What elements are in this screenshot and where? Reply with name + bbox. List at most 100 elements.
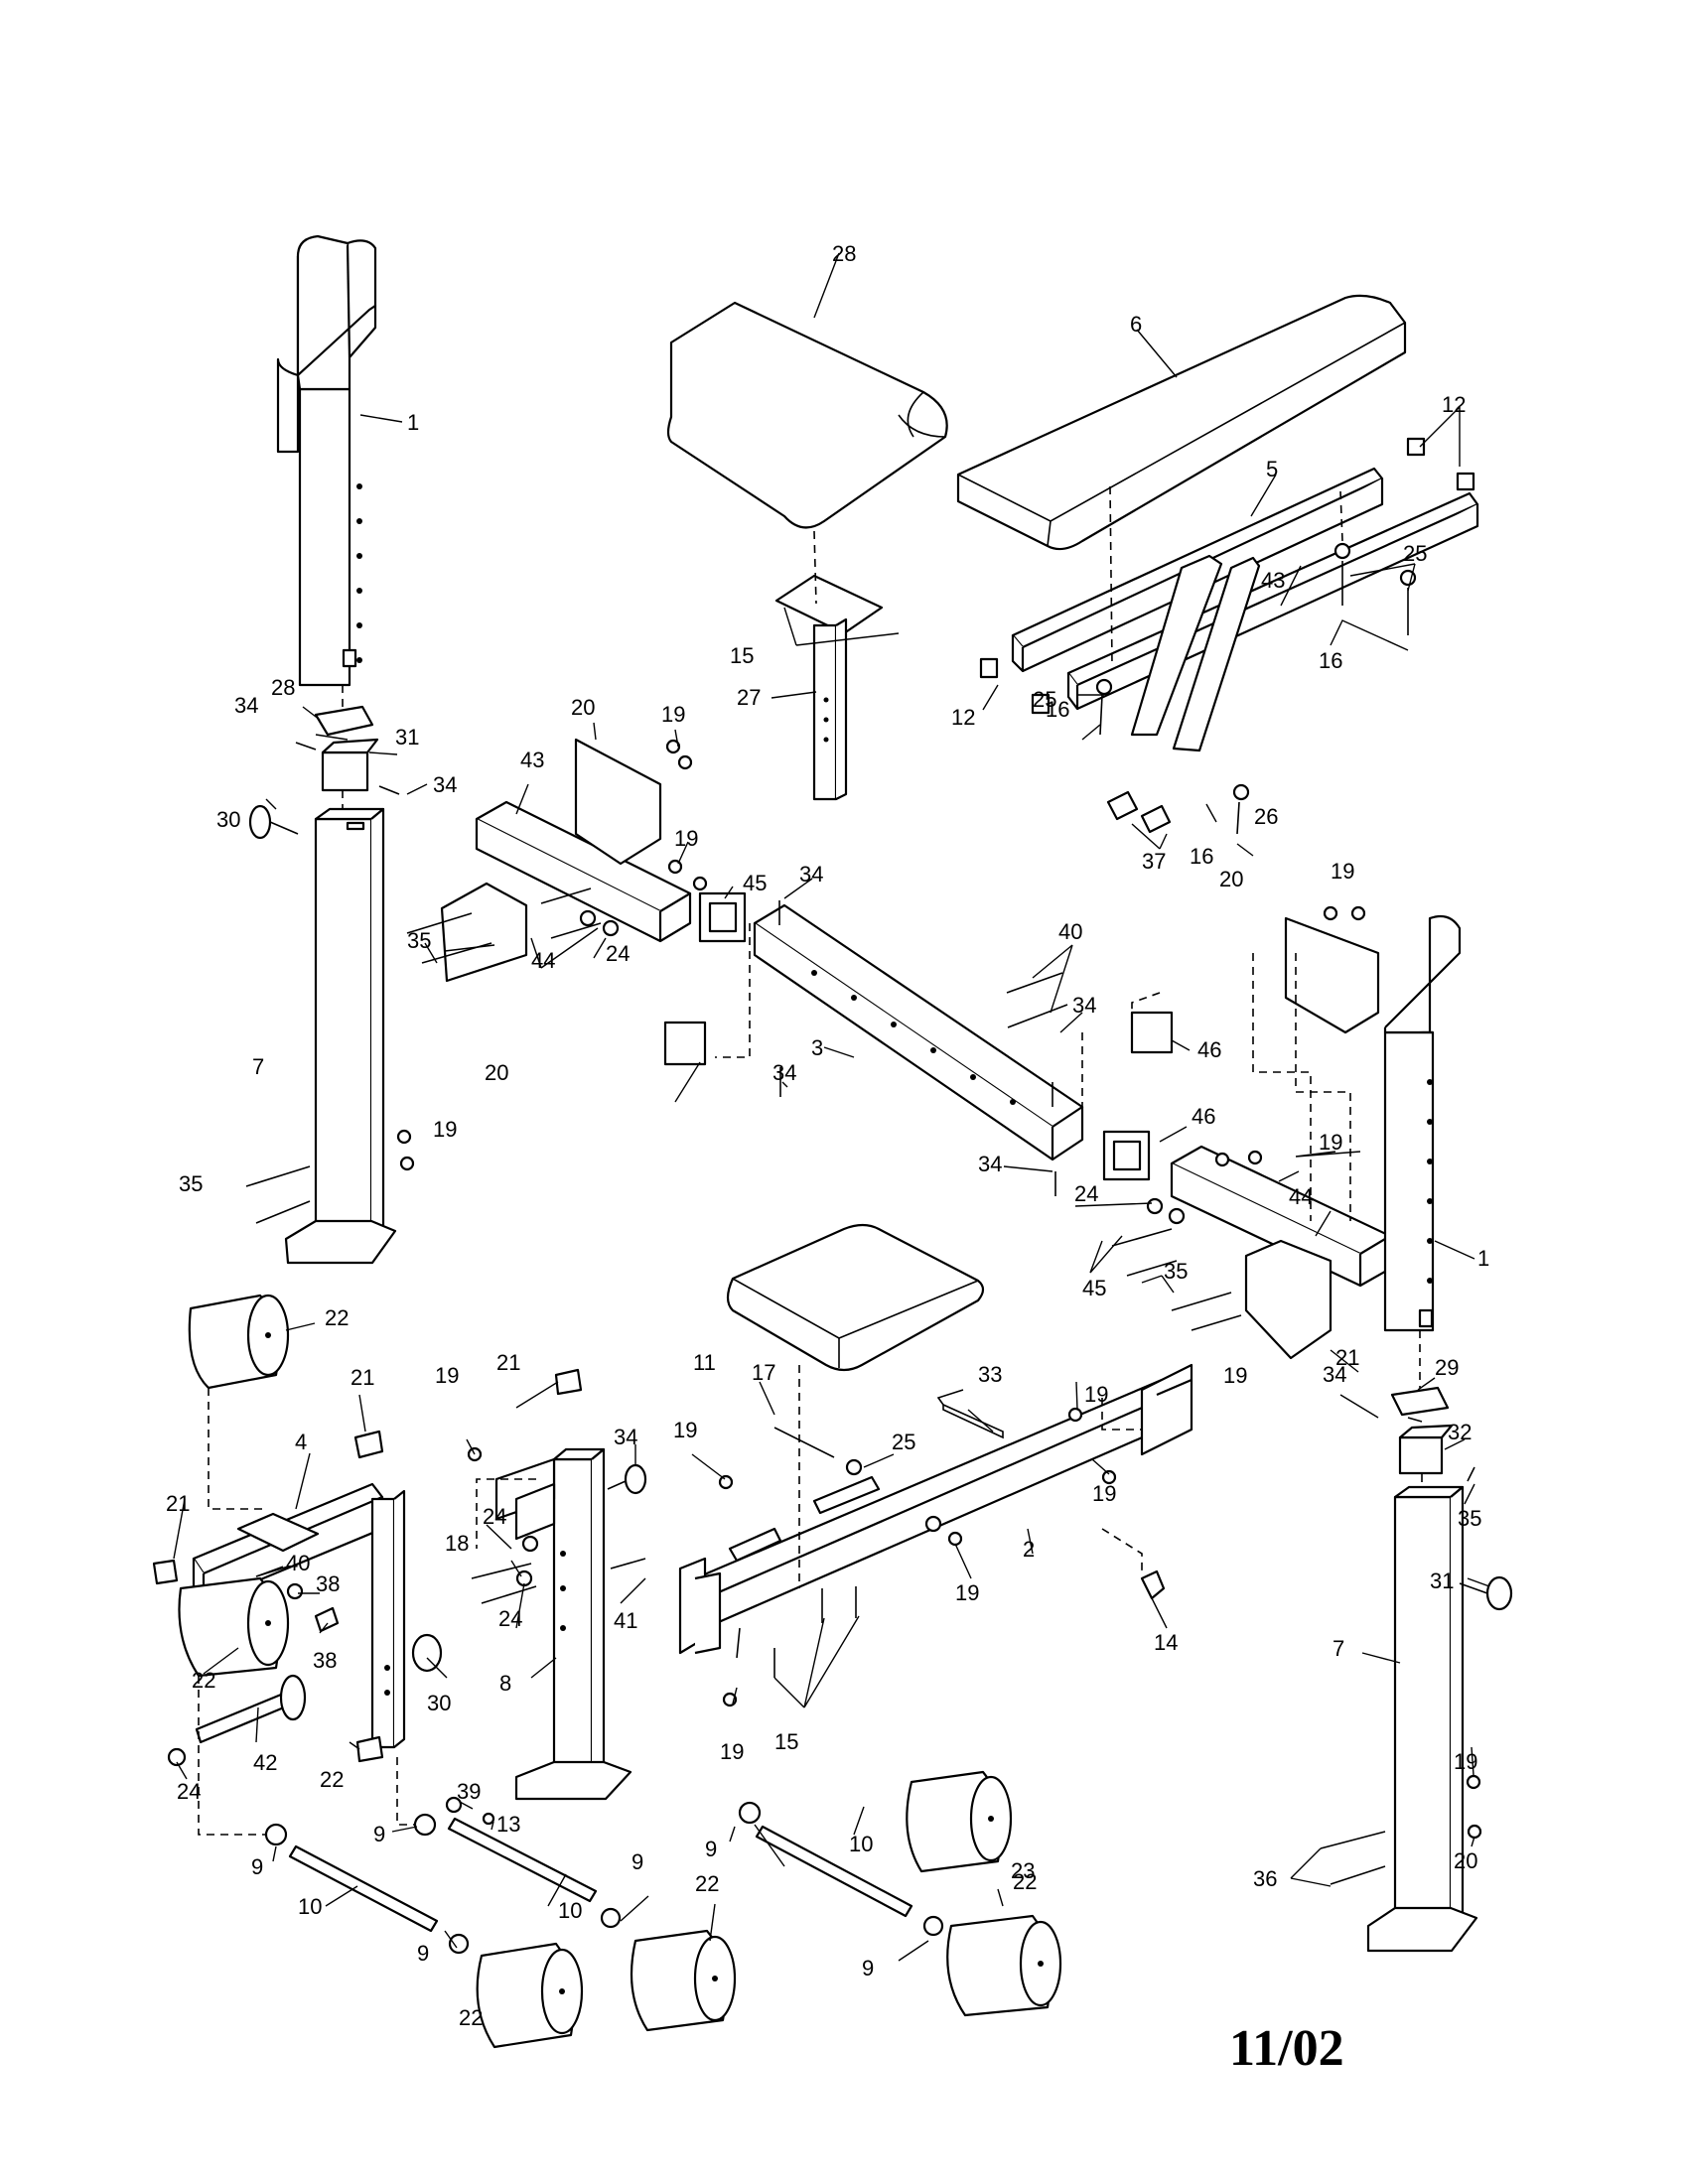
small-parts-23-29-37-38-13 — [167, 1582, 495, 1826]
roller-pad-bottom-2 — [630, 1929, 737, 2032]
seat-pad-part-11 — [726, 1223, 985, 1372]
callout: 4 — [295, 1430, 307, 1454]
callout: 35 — [407, 928, 431, 953]
left-collar-parts-28-31 — [314, 705, 379, 792]
callout: 20 — [571, 695, 595, 720]
callout: 38 — [316, 1571, 340, 1596]
callout: 34 — [433, 772, 457, 797]
plugs-part-21 — [152, 1368, 583, 1763]
callout: 19 — [1084, 1382, 1108, 1407]
callout: 19 — [1331, 859, 1354, 884]
left-cross-tube-part-43 — [475, 800, 692, 943]
callout: 6 — [1130, 312, 1142, 337]
callout: 20 — [485, 1060, 508, 1085]
callout: 40 — [286, 1551, 310, 1575]
seat-frame-part-2 — [678, 1363, 1193, 1655]
fasteners — [245, 542, 1482, 1885]
leg-post-part-8 — [494, 1447, 632, 1801]
callout: 28 — [832, 241, 856, 266]
callout: 9 — [251, 1854, 263, 1879]
callout: 10 — [849, 1832, 873, 1856]
callout: 16 — [1319, 648, 1342, 673]
callout: 24 — [606, 941, 630, 966]
callout: 22 — [1013, 1869, 1037, 1894]
callout: 15 — [730, 643, 754, 668]
callout: 19 — [674, 826, 698, 851]
callout: 31 — [395, 725, 419, 750]
callout: 19 — [435, 1363, 459, 1388]
callout: 34 — [234, 693, 258, 718]
callout: 7 — [252, 1054, 264, 1079]
callout: 35 — [179, 1171, 203, 1196]
roller-pad-bottom-1 — [476, 1942, 584, 2049]
callout: 14 — [1154, 1630, 1178, 1655]
callout: 38 — [313, 1648, 337, 1673]
callout: 10 — [298, 1894, 322, 1919]
callout: 35 — [1164, 1259, 1188, 1284]
alignment-lines — [198, 485, 1423, 1836]
callout: 31 — [1430, 1569, 1454, 1593]
callout: 22 — [320, 1767, 344, 1792]
callout: 2 — [1023, 1537, 1035, 1562]
callout: 39 — [457, 1779, 481, 1804]
callout: 18 — [445, 1531, 469, 1556]
callout: 33 — [978, 1362, 1002, 1387]
callout: 36 — [1253, 1866, 1277, 1891]
callout: 45 — [743, 871, 767, 895]
callout: 19 — [673, 1418, 697, 1442]
diagram-date-stamp: 11/02 — [1229, 2020, 1344, 2077]
callout: 35 — [1458, 1506, 1481, 1531]
preacher-post-part-26 — [774, 574, 884, 801]
callout: 26 — [1254, 804, 1278, 829]
callout: 1 — [1477, 1246, 1489, 1271]
callout: 19 — [1092, 1481, 1116, 1506]
callout: 41 — [614, 1608, 637, 1633]
callout: 22 — [695, 1871, 719, 1896]
callout: 25 — [1033, 687, 1056, 712]
callout: 11 — [693, 1350, 716, 1375]
center-cross-member-part-3 — [753, 903, 1084, 1161]
callout: 22 — [325, 1305, 349, 1330]
callout: 20 — [1219, 867, 1243, 891]
callout: 21 — [1335, 1345, 1359, 1370]
left-upright-part-1 — [276, 234, 377, 687]
callout: 7 — [1333, 1636, 1344, 1661]
callout: 9 — [632, 1849, 643, 1874]
leader-lines — [173, 252, 1490, 1962]
sleeves-parts-45-46 — [663, 891, 1174, 1181]
end-caps-part-12 — [979, 437, 1475, 715]
callout: 46 — [1197, 1037, 1221, 1062]
callout: 42 — [253, 1750, 277, 1775]
callout-labels: 1 1 2 3 4 5 6 7 7 8 9 9 9 9 9 9 10 10 10… — [166, 241, 1489, 2077]
callout: 9 — [417, 1941, 429, 1966]
callout: 45 — [1082, 1276, 1106, 1300]
knob-part-33 — [607, 1463, 647, 1495]
left-leg-part-7 — [284, 807, 397, 1265]
back-pad-part-6 — [956, 294, 1407, 551]
left-knob-part-30 — [248, 804, 299, 840]
callout: 25 — [1403, 541, 1427, 566]
callout: 19 — [720, 1739, 744, 1764]
callout: 3 — [811, 1035, 823, 1060]
callout: 43 — [1261, 568, 1285, 593]
callout: 17 — [752, 1360, 775, 1385]
callout: 20 — [1454, 1848, 1477, 1873]
right-leg-part-7 — [1366, 1485, 1478, 1953]
callout: 19 — [1454, 1749, 1477, 1774]
callout: 9 — [705, 1837, 717, 1861]
callout: 24 — [498, 1606, 522, 1631]
callout: 34 — [799, 862, 823, 887]
callout: 40 — [1058, 919, 1082, 944]
callout: 22 — [192, 1668, 215, 1693]
callout: 19 — [955, 1580, 979, 1605]
callout: 22 — [459, 2005, 483, 2030]
callout: 27 — [737, 685, 761, 710]
callout: 34 — [772, 1060, 796, 1085]
callout: 21 — [496, 1350, 520, 1375]
seat-pin-part-32 — [936, 1389, 1004, 1439]
latch-part-14 — [1140, 1570, 1166, 1600]
callout: 32 — [1448, 1420, 1472, 1444]
callout: 16 — [1190, 844, 1213, 869]
roller-pad-top-left — [188, 1294, 290, 1390]
